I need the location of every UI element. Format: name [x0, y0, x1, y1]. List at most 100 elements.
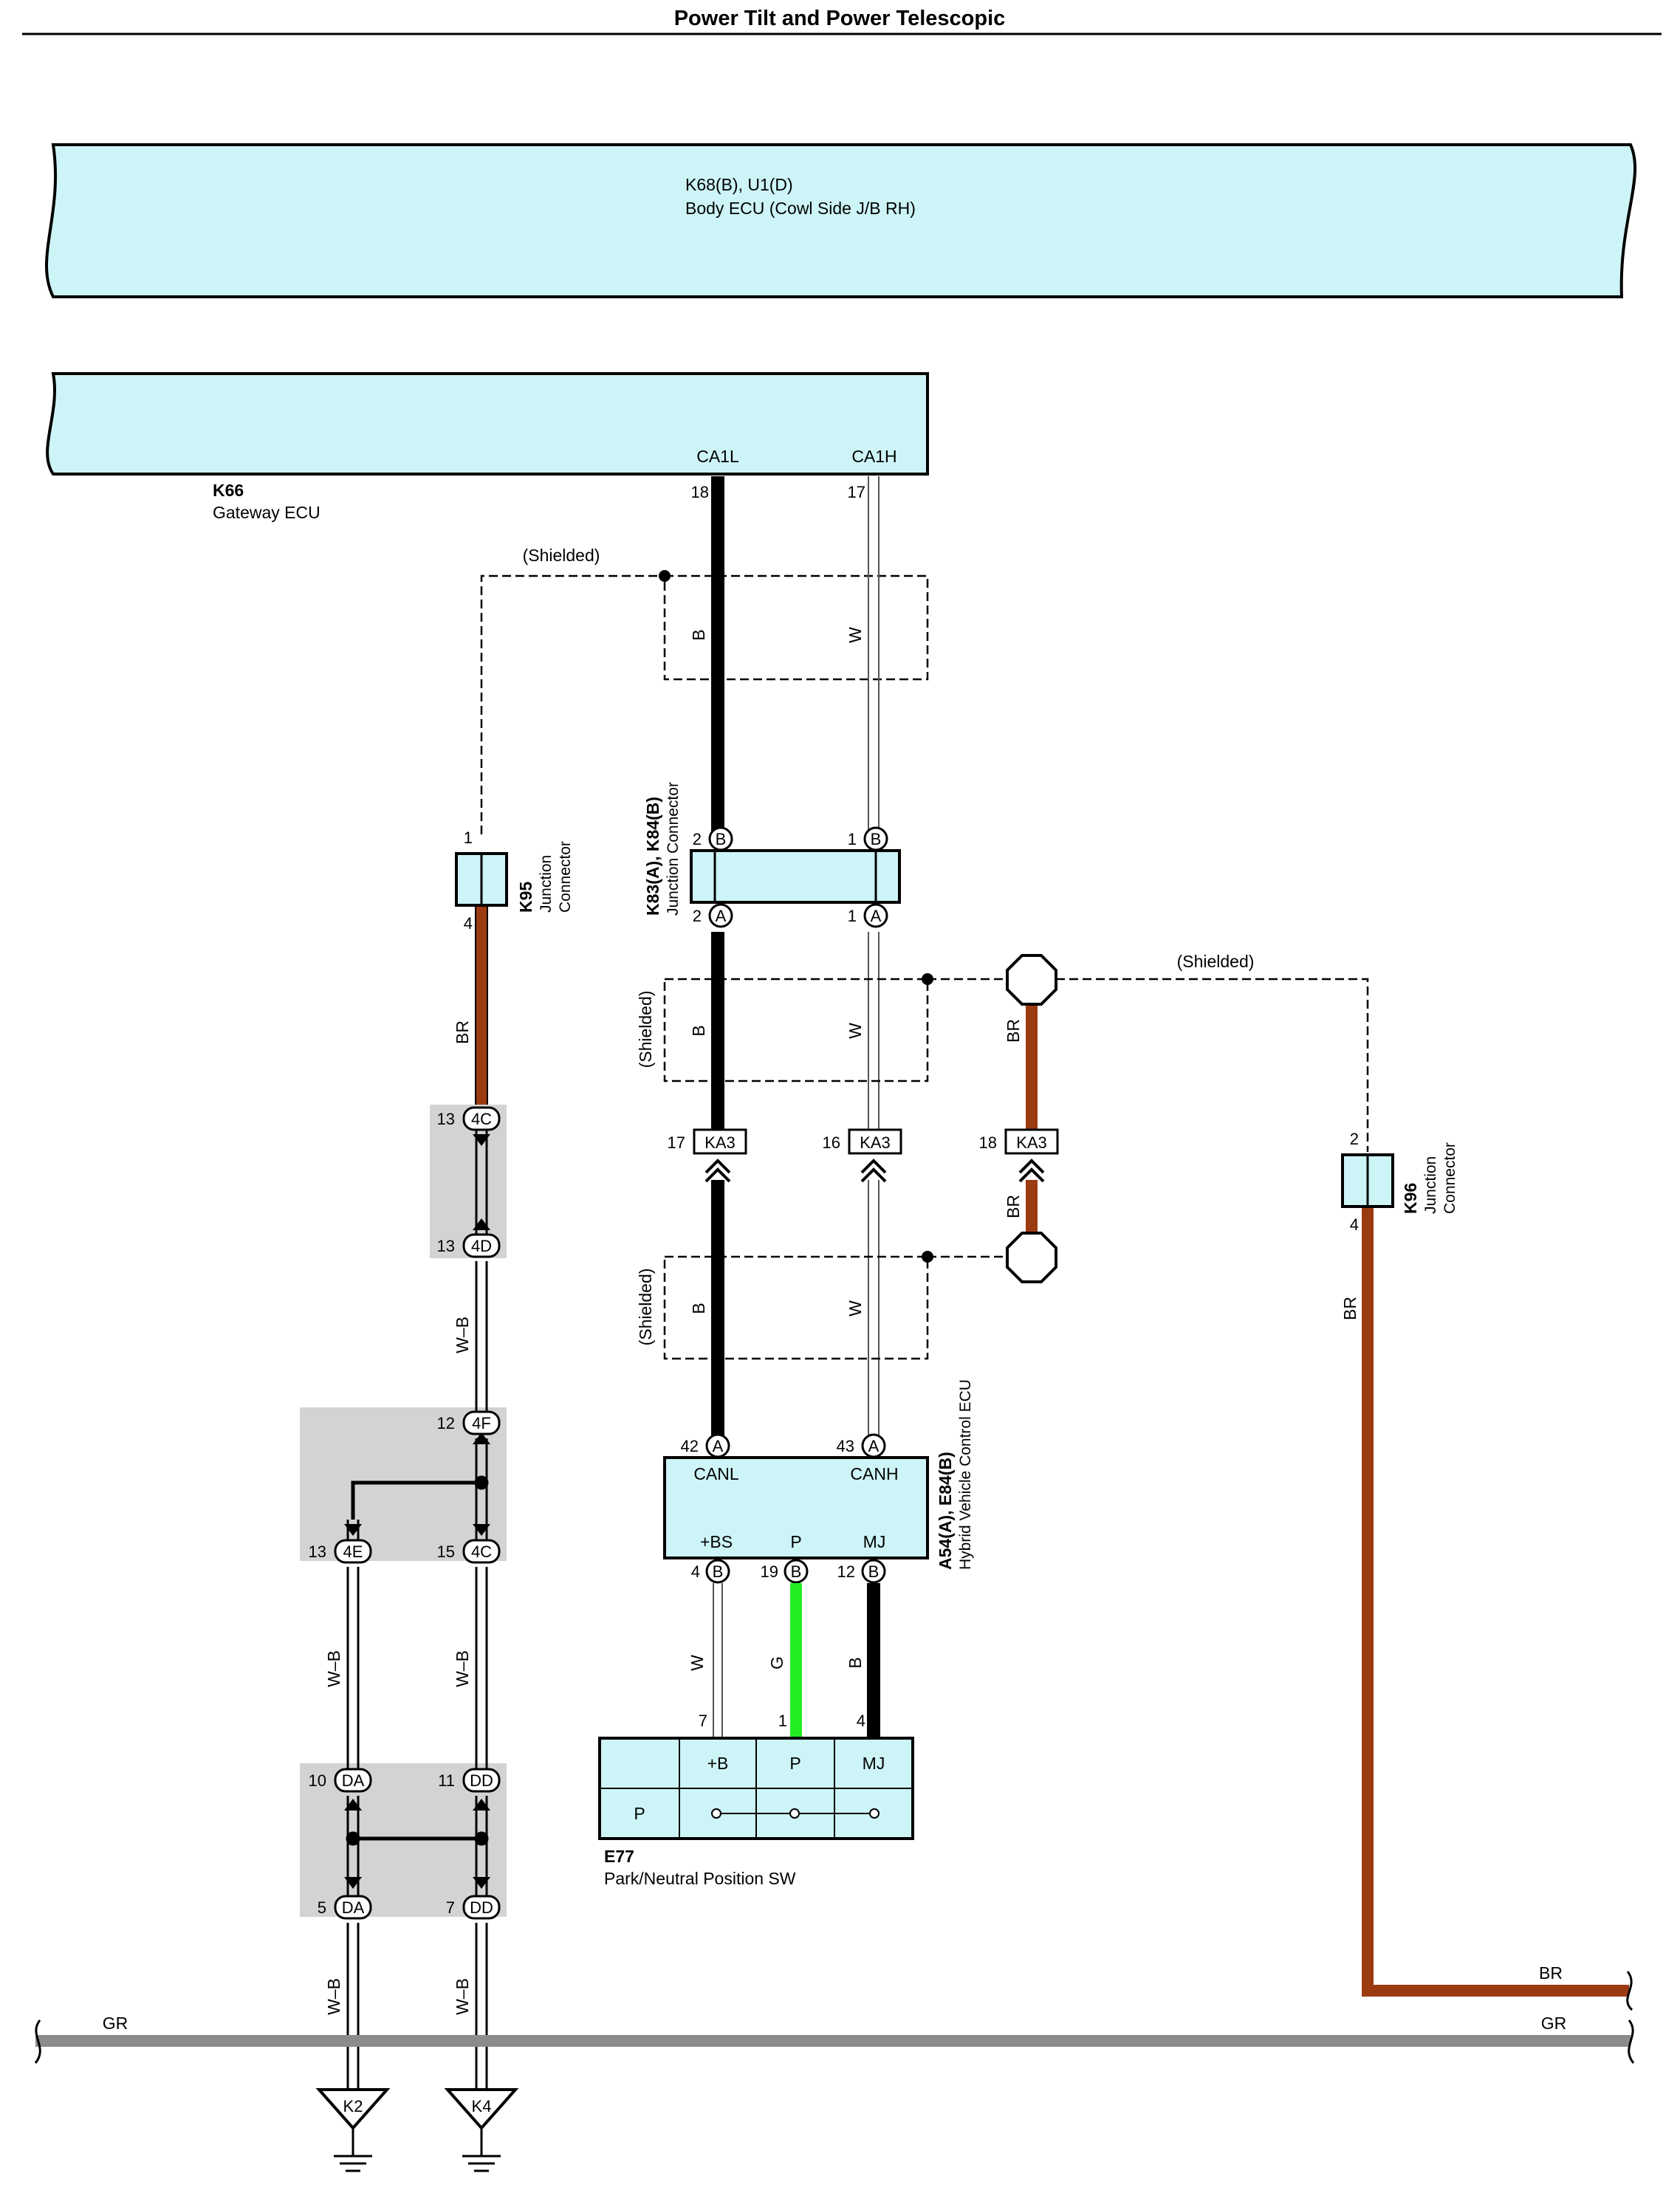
shield-node-mid — [922, 973, 933, 985]
k83-tag-b2-text: B — [871, 830, 882, 848]
wire-w-bs — [713, 1583, 723, 1737]
wire-label-g: G — [767, 1656, 786, 1669]
wire-label-wb-3: W–B — [453, 1650, 472, 1687]
wire-label-wb-5: W–B — [453, 1978, 472, 2015]
k95-line2: Connector — [557, 841, 574, 913]
ground-label-k4: K4 — [472, 2097, 492, 2115]
wire-label-br-5: BR — [1539, 1963, 1563, 1983]
wire-label-w-2: W — [846, 1023, 865, 1039]
gateway-pin-ca1h-name: CA1H — [851, 447, 896, 466]
break-mark-gr-right — [1628, 2019, 1635, 2064]
e77-col-mj: MJ — [863, 1754, 885, 1773]
wire-canh — [868, 476, 880, 1435]
pin-4c-bot: 15 — [437, 1542, 455, 1561]
hv-pin-canl-name: CANL — [693, 1464, 739, 1483]
k83-pin-b1: 2 — [693, 830, 702, 848]
e77-pin-7: 7 — [699, 1712, 707, 1730]
hv-ecu-block — [663, 1456, 929, 1559]
k83-tag-a2 — [863, 903, 888, 928]
ground-symbol-k4 — [444, 2088, 519, 2172]
pin-dd-top: 11 — [438, 1771, 455, 1790]
hv-pin-12: 12 — [837, 1562, 855, 1581]
tag-4e: 4E — [343, 1542, 363, 1561]
hv-pin-43: 43 — [837, 1437, 854, 1455]
gateway-ecu-id: K66 — [213, 481, 244, 500]
wire-label-wb-4: W–B — [324, 1978, 343, 2015]
body-ecu-id: K68(B), U1(D) — [685, 175, 793, 194]
break-mark-gr-left — [34, 2019, 41, 2064]
hv-tag-canl — [705, 1433, 730, 1458]
k83-name: Junction Connector — [665, 782, 682, 916]
k83-connector — [690, 849, 901, 904]
tag-dd-bot: DD — [470, 1898, 493, 1917]
k83-tag-a1-text: A — [716, 907, 727, 925]
pin-dd-bot: 7 — [446, 1898, 455, 1917]
pin-da-bot: 5 — [318, 1898, 326, 1917]
ka3-connector-17 — [693, 1128, 747, 1155]
shield-splice-lower — [1006, 1232, 1057, 1283]
k83-pin-a1: 2 — [693, 907, 702, 925]
k83-tag-b1-text: B — [716, 830, 727, 848]
shield-label-mid: (Shielded) — [636, 991, 655, 1068]
k96-line1: Junction — [1422, 1156, 1439, 1214]
k95-pin-top: 1 — [464, 828, 473, 847]
junction-internal-links — [346, 1475, 489, 1846]
hv-pin-p-name: P — [790, 1532, 801, 1551]
hv-tag-bs — [705, 1559, 730, 1584]
wire-label-wb-2: W–B — [324, 1650, 343, 1687]
tag-4c-bot: 4C — [471, 1542, 492, 1561]
gateway-pin-ca1l-name: CA1L — [696, 447, 739, 466]
tag-da-bot: DA — [342, 1898, 365, 1917]
junction-arrows — [344, 1134, 490, 1889]
shield-label-top: (Shielded) — [523, 546, 600, 565]
e77-name: Park/Neutral Position SW — [604, 1869, 796, 1888]
shield-box-top — [663, 574, 929, 681]
pin-da-top: 10 — [309, 1771, 326, 1790]
shield-mid-drain — [1056, 978, 1369, 1152]
tag-da-top: DA — [342, 1771, 365, 1790]
wire-wb-left — [346, 1520, 360, 2088]
hv-pin-mj-name: MJ — [863, 1532, 886, 1551]
pin-4e: 13 — [309, 1542, 326, 1561]
k83-tag-b2 — [863, 826, 888, 851]
shield-label-right: (Shielded) — [1177, 952, 1255, 971]
shield-splice-upper — [1006, 954, 1057, 1006]
e77-row-p: P — [634, 1804, 645, 1823]
k83-pin-b2: 1 — [848, 830, 857, 848]
hv-tag-mj-text: B — [868, 1562, 880, 1581]
wire-label-br-2: BR — [1004, 1019, 1023, 1043]
k83-tag-b1 — [708, 826, 733, 851]
k96-pin-top: 2 — [1350, 1130, 1359, 1148]
ka3-label-17: KA3 — [704, 1133, 736, 1152]
hv-tag-p-text: B — [791, 1562, 802, 1581]
ka3-connector-18 — [1004, 1128, 1059, 1155]
hv-tag-bs-text: B — [713, 1562, 724, 1581]
gateway-pin-18: 18 — [691, 483, 709, 501]
k96-id: K96 — [1401, 1183, 1420, 1214]
shield-box-low — [663, 1255, 929, 1360]
hv-tag-canl-text: A — [713, 1437, 724, 1455]
ground-label-k2: K2 — [343, 2097, 363, 2115]
e77-pin-4: 4 — [857, 1712, 865, 1730]
wire-label-b-1: B — [689, 629, 708, 640]
hv-ecu-id: A54(A), E84(B) — [936, 1452, 955, 1570]
wire-label-b-2: B — [689, 1025, 708, 1036]
pin-4c-top: 13 — [437, 1110, 455, 1128]
tag-4c-top: 4C — [471, 1110, 492, 1128]
hv-pin-42: 42 — [681, 1437, 699, 1455]
k96-line2: Connector — [1441, 1142, 1458, 1214]
ground-symbol-k2 — [315, 2088, 391, 2172]
hv-ecu-name: Hybrid Vehicle Control ECU — [957, 1379, 974, 1570]
break-mark-br — [1626, 1971, 1633, 2011]
wire-label-b-4: B — [846, 1657, 865, 1668]
k96-pin-bottom: 4 — [1350, 1215, 1359, 1234]
shield-label-low: (Shielded) — [636, 1269, 655, 1346]
page-title: Power Tilt and Power Telescopic — [674, 7, 1006, 30]
ka3-pin-16: 16 — [823, 1133, 840, 1152]
k83-tag-a2-text: A — [871, 907, 882, 925]
pin-4f: 12 — [437, 1414, 455, 1432]
k83-pin-a2: 1 — [848, 907, 857, 925]
wire-label-b-3: B — [689, 1303, 708, 1314]
junction-block-4c-4d — [430, 1105, 507, 1258]
